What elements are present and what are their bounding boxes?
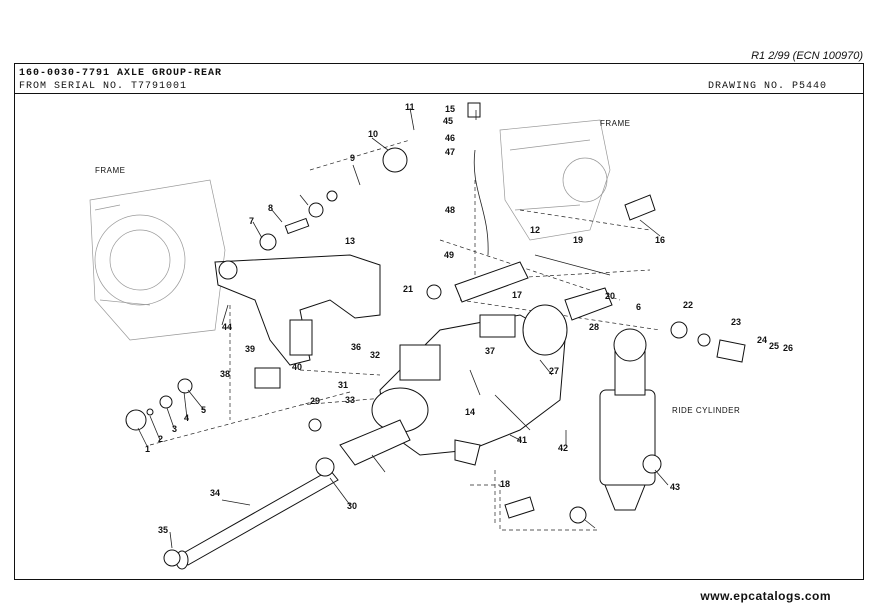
callout-47: 47 <box>445 147 455 157</box>
callout-46: 46 <box>445 133 455 143</box>
callout-10: 10 <box>368 129 378 139</box>
callout-31: 31 <box>338 380 348 390</box>
assembly-lines <box>149 139 661 531</box>
callout-3: 3 <box>172 424 177 434</box>
callout-38: 38 <box>220 369 230 379</box>
callout-33: 33 <box>345 395 355 405</box>
ride-cylinder <box>599 328 656 511</box>
callout-37: 37 <box>485 346 495 356</box>
callout-41: 41 <box>517 435 527 445</box>
callout-13: 13 <box>345 236 355 246</box>
housing-lug <box>454 439 481 466</box>
rod-19 <box>534 254 611 276</box>
pin-23 <box>716 339 746 363</box>
callout-43: 43 <box>670 482 680 492</box>
callout-36: 36 <box>351 342 361 352</box>
hose <box>473 149 489 256</box>
drawing-number: DRAWING NO. P5440 <box>707 81 827 92</box>
callout-39: 39 <box>245 344 255 354</box>
frame-label-left: FRAME <box>95 166 126 175</box>
callout-4: 4 <box>184 413 189 423</box>
callout-30: 30 <box>347 501 357 511</box>
callout-27: 27 <box>549 366 559 376</box>
callout-18: 18 <box>500 479 510 489</box>
callout-6: 6 <box>636 302 641 312</box>
callout-45: 45 <box>443 116 453 126</box>
callout-15: 15 <box>445 104 455 114</box>
mount-block <box>399 344 441 381</box>
callout-5: 5 <box>201 405 206 415</box>
callout-7: 7 <box>249 216 254 226</box>
callout-19: 19 <box>573 235 583 245</box>
callout-48: 48 <box>445 205 455 215</box>
bracket-pad <box>289 319 313 356</box>
callout-11: 11 <box>405 102 415 112</box>
callout-1: 1 <box>145 444 150 454</box>
callout-16: 16 <box>655 235 665 245</box>
mount-block-top <box>479 314 516 338</box>
callout-40: 40 <box>292 362 302 372</box>
leader-lines <box>137 107 669 549</box>
bracket-13 <box>214 254 381 366</box>
callout-12: 12 <box>530 225 540 235</box>
pin-18-top <box>624 194 656 221</box>
drawing-frame: 160-0030-7791 AXLE GROUP-REAR FROM SERIA… <box>14 63 864 580</box>
callout-26: 26 <box>783 343 793 353</box>
title-block: 160-0030-7791 AXLE GROUP-REAR FROM SERIA… <box>15 64 863 94</box>
callout-49: 49 <box>444 250 454 260</box>
callout-17: 17 <box>512 290 522 300</box>
left-frame-outline <box>89 179 226 341</box>
assembly-title: 160-0030-7791 AXLE GROUP-REAR <box>19 68 223 79</box>
hardware <box>125 147 711 567</box>
callout-34: 34 <box>210 488 220 498</box>
callout-42: 42 <box>558 443 568 453</box>
callout-2: 2 <box>158 434 163 444</box>
callout-29: 29 <box>310 396 320 406</box>
serial-number: FROM SERIAL NO. T7791001 <box>19 81 188 92</box>
callout-24: 24 <box>757 335 767 345</box>
grease-cap <box>467 102 481 118</box>
bracket-bore <box>218 260 238 280</box>
callout-22: 22 <box>683 300 693 310</box>
spindle-left <box>339 419 411 466</box>
hub-flange-right <box>522 304 568 356</box>
callout-25: 25 <box>769 341 779 351</box>
callout-35: 35 <box>158 525 168 535</box>
ride-cylinder-label: RIDE CYLINDER <box>672 406 740 415</box>
callout-14: 14 <box>465 407 475 417</box>
callout-23: 23 <box>731 317 741 327</box>
revision-note: R1 2/99 (ECN 100970) <box>751 50 863 62</box>
callout-labels: 1234567891011121314151617181920212223242… <box>145 102 793 535</box>
frame-label-right: FRAME <box>600 119 631 128</box>
callout-9: 9 <box>350 153 355 163</box>
axle-shaft <box>179 469 339 566</box>
link-arm <box>454 261 529 303</box>
callout-8: 8 <box>268 203 273 213</box>
spindle-right <box>564 287 613 321</box>
callout-20: 20 <box>605 291 615 301</box>
callout-28: 28 <box>589 322 599 332</box>
callout-44: 44 <box>222 322 232 332</box>
watermark: www.epcatalogs.com <box>700 589 831 603</box>
callout-21: 21 <box>403 284 413 294</box>
pin-18-bottom <box>504 496 535 519</box>
right-frame-outline <box>499 119 611 241</box>
callout-32: 32 <box>370 350 380 360</box>
